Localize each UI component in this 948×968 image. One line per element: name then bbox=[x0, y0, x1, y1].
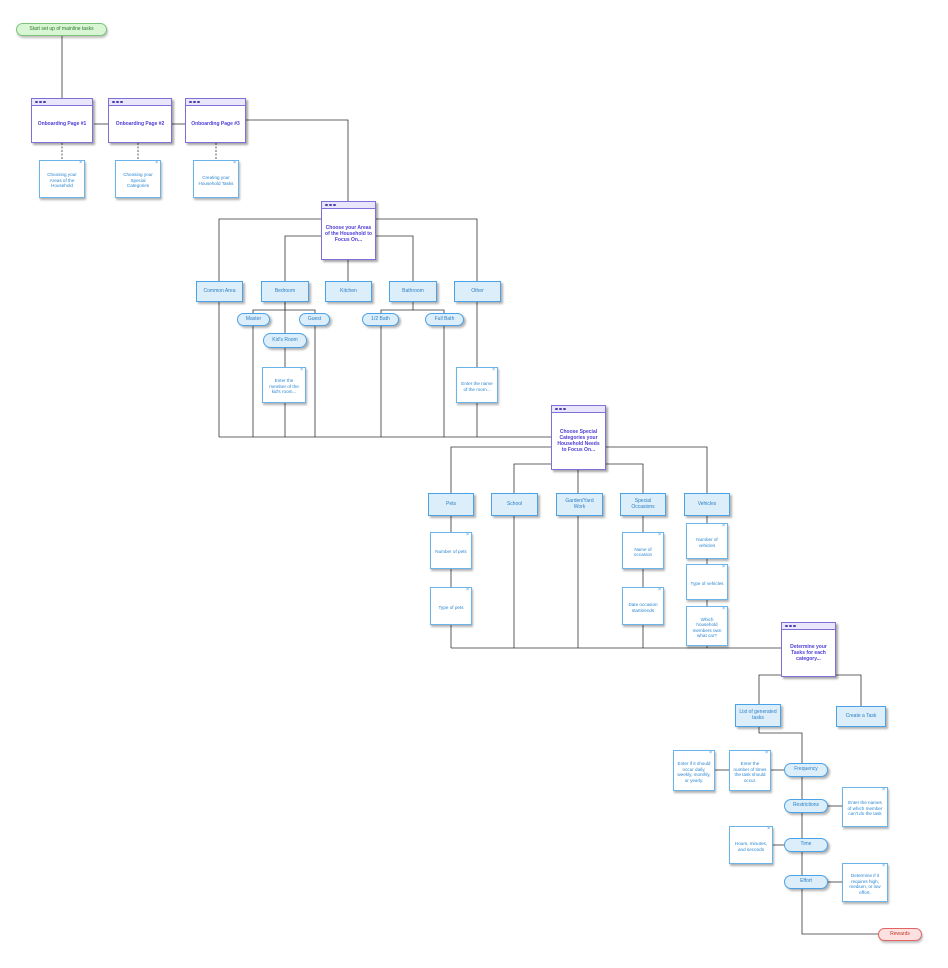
note-text: Creating your Household Tasks bbox=[198, 175, 234, 186]
note-text: Enter the names of which member can't do… bbox=[847, 800, 883, 817]
note-text: Type of vehicles bbox=[690, 580, 724, 586]
window-title: Choose Special Categories your Household… bbox=[557, 429, 600, 453]
special-pets: Pets bbox=[428, 493, 474, 516]
note-vehicle-owners: × Which household members own what car? bbox=[686, 606, 728, 646]
note-number-of-pets: × Number of pets bbox=[430, 532, 472, 569]
create-task: Create a Task bbox=[836, 706, 886, 727]
close-icon: × bbox=[300, 367, 303, 373]
note-text: Enter the name of the room... bbox=[461, 381, 493, 392]
note-frequency-period: × Enter if it should occur daily, weekly… bbox=[673, 750, 715, 791]
onboarding-page-2-window: Onboarding Page #2 bbox=[108, 98, 172, 143]
bathroom-full: Full Bath bbox=[425, 313, 464, 326]
special-garden: Garden/Yard Work bbox=[556, 493, 603, 516]
note-text: Determine if it requires high, medium, o… bbox=[849, 873, 881, 895]
note-other-room-name: × Enter the name of the room... bbox=[456, 367, 498, 403]
close-icon: × bbox=[466, 587, 469, 593]
note-text: Enter the member of the kid's room... bbox=[269, 378, 299, 395]
area-common: Common Area bbox=[196, 281, 243, 302]
note-creating-tasks: × Creating your Household Tasks bbox=[193, 160, 239, 198]
bedroom-guest: Guest bbox=[299, 313, 330, 326]
onboarding-page-3-window: Onboarding Page #3 bbox=[185, 98, 246, 143]
close-icon: × bbox=[79, 160, 82, 166]
note-text: Hours, minutes, and seconds bbox=[734, 841, 768, 852]
window-title: Choose your Areas of the Household to Fo… bbox=[325, 225, 372, 243]
note-choosing-areas: × Choosing your Areas of the Household bbox=[39, 160, 85, 198]
window-title: Onboarding Page #3 bbox=[191, 121, 240, 127]
bedroom-master: Master bbox=[237, 313, 270, 326]
note-restriction-members: × Enter the names of which member can't … bbox=[842, 787, 888, 827]
note-text: Which household members own what car? bbox=[692, 616, 722, 639]
close-icon: × bbox=[658, 532, 661, 538]
bedroom-kids-room: Kid's Room bbox=[263, 333, 307, 348]
note-text: Type of pets bbox=[438, 604, 464, 610]
close-icon: × bbox=[722, 523, 725, 529]
close-icon: × bbox=[233, 160, 236, 166]
note-text: Date occasion starts/ends bbox=[628, 602, 658, 613]
close-icon: × bbox=[658, 587, 661, 593]
window-titlebar bbox=[782, 623, 835, 630]
note-type-of-vehicles: × Type of vehicles bbox=[686, 564, 728, 600]
onboarding-page-1-window: Onboarding Page #1 bbox=[31, 98, 93, 143]
note-frequency-count: × Enter the number of times the task sho… bbox=[729, 750, 771, 791]
areas-window: Choose your Areas of the Household to Fo… bbox=[321, 201, 376, 260]
window-titlebar bbox=[109, 99, 171, 106]
note-text: Choosing your Special Categories bbox=[123, 172, 153, 189]
area-bathroom: Bathroom bbox=[389, 281, 437, 302]
note-kids-room-member: × Enter the member of the kid's room... bbox=[262, 367, 306, 403]
note-text: Enter the number of times the task shoul… bbox=[733, 761, 767, 783]
close-icon: × bbox=[722, 606, 725, 612]
close-icon: × bbox=[882, 863, 885, 869]
area-kitchen: Kitchen bbox=[325, 281, 372, 302]
rewards-end-node: Rewards bbox=[878, 928, 922, 941]
close-icon: × bbox=[767, 826, 770, 832]
window-titlebar bbox=[186, 99, 245, 106]
note-text: Enter if it should occur daily, weekly, … bbox=[677, 761, 711, 783]
special-vehicles: Vehicles bbox=[684, 493, 730, 516]
special-occasions: Special Occasions bbox=[620, 493, 666, 516]
window-title: Determine your Tasks for each category..… bbox=[790, 644, 827, 662]
task-effort: Effort bbox=[784, 875, 828, 889]
generated-tasks-list: List of generated tasks bbox=[735, 704, 781, 727]
close-icon: × bbox=[709, 750, 712, 756]
area-other: Other bbox=[454, 281, 501, 302]
window-titlebar bbox=[552, 406, 605, 413]
close-icon: × bbox=[882, 787, 885, 793]
note-type-of-pets: × Type of pets bbox=[430, 587, 472, 625]
window-titlebar bbox=[322, 202, 375, 209]
note-occasion-name: × Name of occasion bbox=[622, 532, 664, 569]
note-choosing-special: × Choosing your Special Categories bbox=[115, 160, 161, 198]
tasks-window: Determine your Tasks for each category..… bbox=[781, 622, 836, 677]
window-title: Onboarding Page #1 bbox=[37, 121, 87, 127]
task-restrictions: Restrictions bbox=[784, 799, 828, 813]
task-frequency: Frequency bbox=[784, 763, 828, 777]
window-titlebar bbox=[32, 99, 92, 106]
area-bedroom: Bedroom bbox=[261, 281, 309, 302]
note-text: Name of occasion bbox=[633, 546, 653, 558]
start-node: Start set up of mainline tasks bbox=[16, 23, 107, 36]
note-effort-level: × Determine if it requires high, medium,… bbox=[842, 863, 888, 902]
note-number-of-vehicles: × Number of vehicles bbox=[686, 523, 728, 559]
close-icon: × bbox=[722, 564, 725, 570]
close-icon: × bbox=[765, 750, 768, 756]
note-text: Number of pets bbox=[435, 549, 467, 555]
window-title: Onboarding Page #2 bbox=[115, 121, 165, 127]
special-categories-window: Choose Special Categories your Household… bbox=[551, 405, 606, 470]
bathroom-half: 1/2 Bath bbox=[362, 313, 399, 326]
close-icon: × bbox=[155, 160, 158, 166]
note-text: Number of vehicles bbox=[696, 537, 718, 548]
close-icon: × bbox=[492, 367, 495, 373]
task-time: Time bbox=[784, 838, 828, 852]
note-time-units: × Hours, minutes, and seconds bbox=[729, 826, 773, 864]
close-icon: × bbox=[466, 532, 469, 538]
note-occasion-dates: × Date occasion starts/ends bbox=[622, 587, 664, 625]
note-text: Choosing your Areas of the Household bbox=[47, 172, 77, 189]
special-school: School bbox=[491, 493, 538, 516]
